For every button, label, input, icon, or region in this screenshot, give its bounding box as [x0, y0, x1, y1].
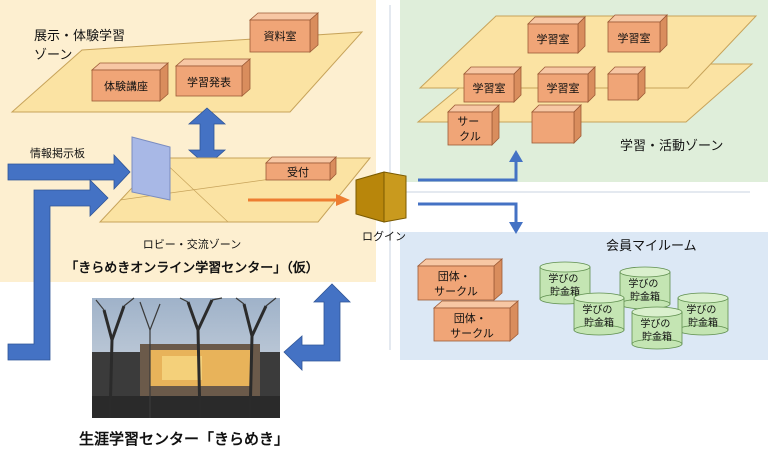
study-zone-label: 学習・活動ゾーン — [620, 138, 723, 154]
study-room-box-3 — [463, 66, 522, 103]
savings-bank-label-2: 学びの 貯金箱 — [628, 277, 661, 303]
center-to-lobby-arrow — [7, 179, 109, 361]
study-room-box-1 — [527, 16, 586, 54]
entrance-arrow — [7, 153, 131, 191]
study-room-box-2 — [607, 14, 668, 53]
bulletin-board — [131, 136, 171, 201]
physical-center-title: 生涯学習センター「きらめき」 — [79, 430, 289, 448]
circle-room-box — [447, 104, 500, 146]
study-room-box-blank — [531, 104, 582, 144]
presentation-room-box — [174, 58, 252, 97]
study-room-label-1: 学習室 — [537, 32, 570, 46]
study-room-label-2: 学習室 — [618, 31, 651, 45]
login-to-member-arrow — [418, 202, 518, 224]
online-center-title: 「きらめきオンライン学習センター」（仮） — [65, 260, 319, 276]
bulletin-label: 情報掲示板 — [30, 146, 85, 160]
workshop-room-label: 体験講座 — [104, 79, 148, 93]
center-building-photo — [92, 297, 280, 419]
study-room-label-3: 学習室 — [473, 81, 506, 95]
group-label-2: 団体・ サークル — [450, 311, 494, 340]
lobby-zone-label: ロビー・交流ゾーン — [143, 237, 241, 251]
archive-room-label: 資料室 — [264, 29, 297, 43]
study-room-box-blank-2 — [607, 66, 646, 101]
group-box-1 — [416, 258, 504, 301]
group-box-2 — [432, 300, 520, 342]
presentation-room-label: 学習発表 — [187, 75, 231, 89]
archive-room-box — [248, 12, 320, 53]
savings-bank-1 — [539, 261, 591, 305]
circle-room-label: サー クル — [457, 115, 483, 143]
savings-bank-3 — [573, 292, 625, 336]
savings-bank-label-5: 学びの 貯金箱 — [640, 317, 673, 343]
group-label-1: 団体・ サークル — [434, 269, 478, 298]
savings-bank-5 — [631, 306, 683, 350]
login-label: ログイン — [362, 229, 406, 243]
study-room-label-4: 学習室 — [547, 81, 580, 95]
reception-label: 受付 — [287, 166, 309, 179]
member-room-label: 会員マイルーム — [606, 239, 697, 254]
login-door — [355, 171, 407, 223]
login-to-study-arrow — [418, 160, 518, 182]
savings-bank-label-3: 学びの 貯金箱 — [582, 303, 615, 329]
study-room-box-4 — [537, 66, 596, 103]
savings-bank-label-1: 学びの 貯金箱 — [548, 272, 581, 298]
workshop-room-box — [90, 62, 170, 102]
center-to-online-arrow — [283, 283, 351, 371]
exhibit-zone-title: 展示・体験学習 ゾーン — [34, 28, 129, 63]
reception-box — [265, 156, 337, 181]
savings-bank-label-4: 学びの 貯金箱 — [686, 303, 719, 329]
